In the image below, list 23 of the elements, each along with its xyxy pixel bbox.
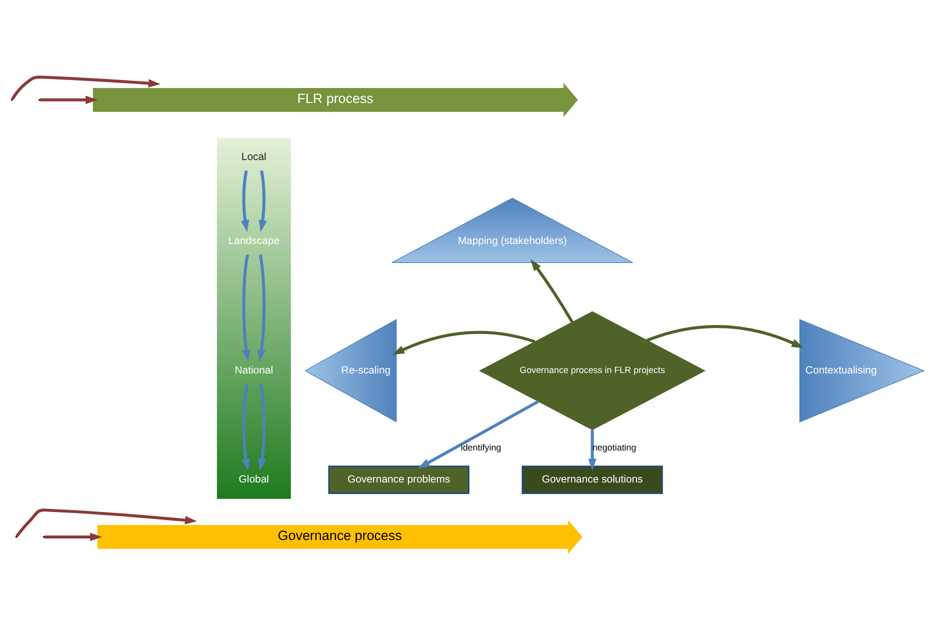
arrow	[588, 429, 597, 470]
node-box: Governance problems	[328, 465, 470, 494]
node-diamond: Governance process in FLR projects	[479, 310, 706, 430]
arrow	[16, 508, 198, 537]
edge-label: identifying	[460, 442, 502, 452]
arrow	[44, 532, 102, 541]
arrow	[258, 170, 267, 232]
arrow	[392, 330, 536, 354]
node-text: Global	[238, 474, 269, 486]
arrow	[40, 95, 98, 104]
cluster	[216, 136, 292, 500]
node-text: Local	[241, 151, 266, 162]
arrow	[242, 254, 250, 362]
node-text: Landscape	[228, 235, 280, 246]
node-box: Governance solutions	[522, 465, 663, 494]
arrow	[257, 254, 266, 362]
arrow	[240, 170, 250, 232]
arrow	[418, 400, 539, 468]
arrow	[258, 383, 266, 470]
arrow	[646, 324, 804, 348]
node-text: National	[234, 364, 274, 376]
arrow	[530, 258, 574, 322]
arrow	[242, 383, 250, 470]
